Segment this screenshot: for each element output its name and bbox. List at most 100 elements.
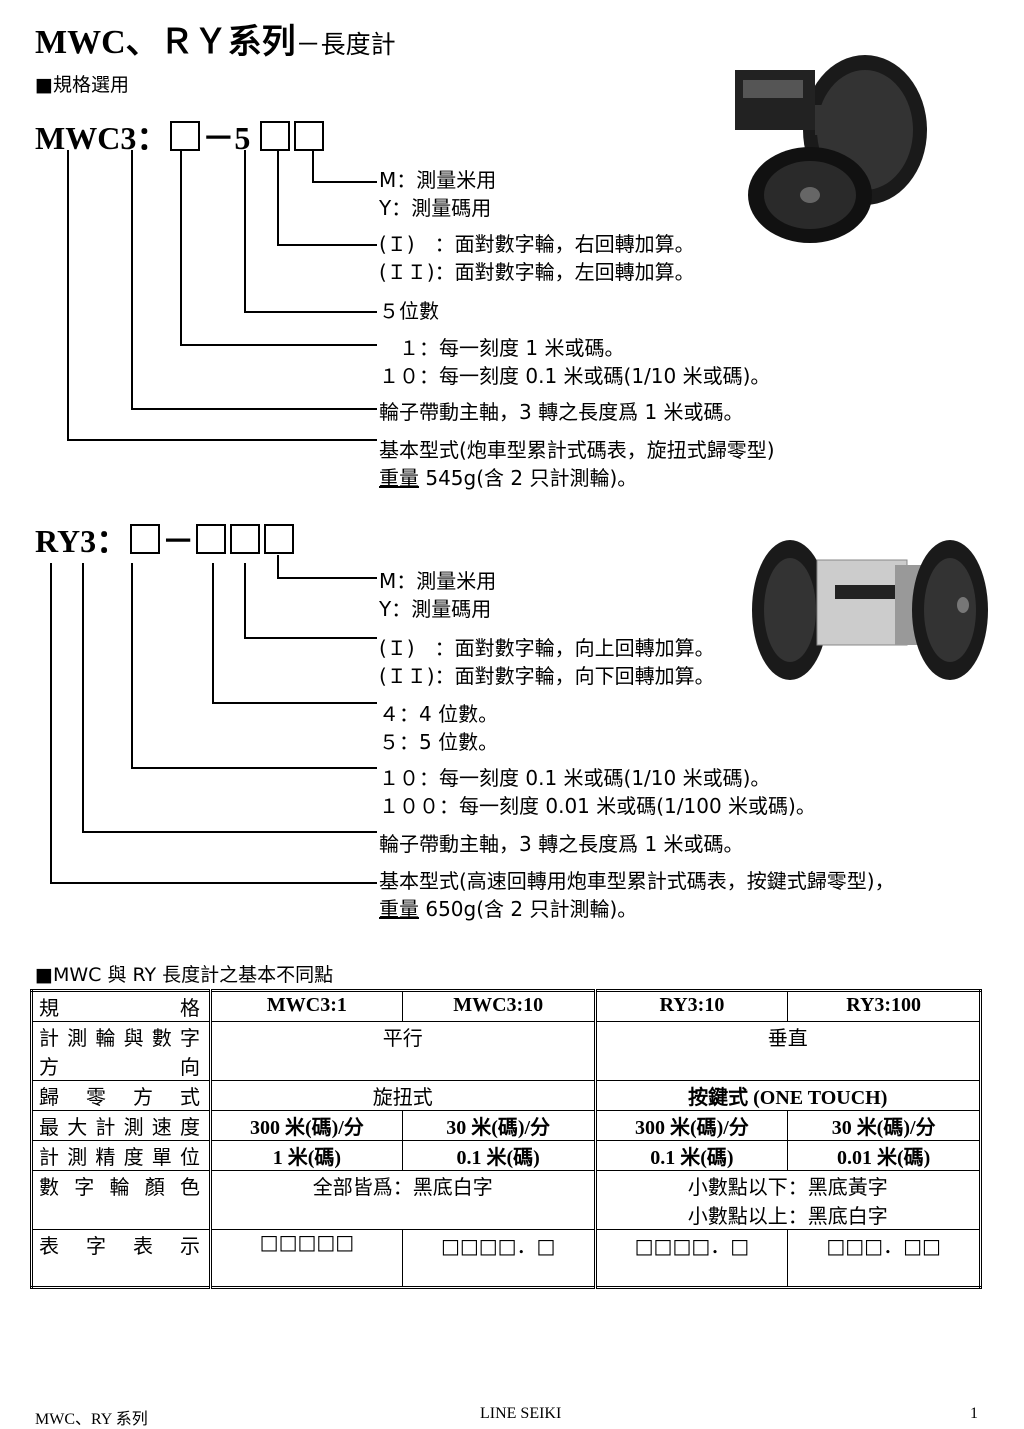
ry-code-box <box>196 524 227 554</box>
desc-line: M：測量米用 <box>379 569 497 593</box>
row-label: 數字輪顏色 <box>31 1170 212 1230</box>
row-label: 計測精度單位 <box>31 1140 212 1171</box>
ry-code-box <box>230 524 261 554</box>
ry-base-desc: 基本型式(高速回轉用炮車型累計式碼表，按鍵式歸零型)， 重量 650g(含 2 … <box>379 867 895 923</box>
ry-direction-desc: (Ｉ) ：面對數字輪，向上回轉加算。 (ＩＩ)：面對數字輪，向下回轉加算。 <box>379 634 715 690</box>
mwc-digits-desc: ５位數 <box>379 297 439 325</box>
table-cell: 平行 <box>210 1021 597 1081</box>
col-label: MWC3:1 <box>266 994 347 1016</box>
desc-line: M：測量米用 <box>379 168 497 192</box>
page-number: 1 <box>970 1405 978 1422</box>
table-cell: 0.1 米(碼) <box>594 1140 789 1171</box>
table-cell: 30 米(碼)/分 <box>787 1110 981 1141</box>
table-header-cell: MWC3:10 <box>401 990 597 1022</box>
desc-line: 輪子帶動主軸，3 轉之長度爲 1 米或碼。 <box>379 832 744 856</box>
table-cell: 垂直 <box>594 1021 982 1081</box>
weight-label: 重量 <box>379 897 419 921</box>
row-label: 最大計測速度 <box>31 1110 212 1141</box>
ry-code-box <box>264 524 295 554</box>
table-row: 計測輪與數字 方向 平行 垂直 <box>31 1021 982 1081</box>
table-cell: 0.1 米(碼) <box>401 1140 597 1171</box>
cell-text: 按鍵式 (ONE TOUCH) <box>688 1087 888 1109</box>
table-cell: 按鍵式 (ONE TOUCH) <box>594 1080 982 1111</box>
col-label: RY3:10 <box>659 994 725 1016</box>
desc-line: 基本型式(高速回轉用炮車型累計式碼表，按鍵式歸零型)， <box>379 869 895 893</box>
ry-scale-desc: １０：每一刻度 0.1 米或碼(1/10 米或碼)。 １００：每一刻度 0.01… <box>379 764 816 820</box>
table-cell: □□□□．□ <box>594 1229 789 1288</box>
table-header-cell: RY3:100 <box>787 990 981 1022</box>
ry-shaft-desc: 輪子帶動主軸，3 轉之長度爲 1 米或碼。 <box>379 830 744 858</box>
desc-line: １０：每一刻度 0.1 米或碼(1/10 米或碼)。 <box>379 766 771 790</box>
table-row: 數字輪顏色 全部皆爲：黑底白字 小數點以下：黑底黃字 小數點以上：黑底白字 <box>31 1170 982 1230</box>
compare-heading: ■MWC 與 RY 長度計之基本不同點 <box>35 964 334 986</box>
table-cell: 30 米(碼)/分 <box>401 1110 597 1141</box>
cell-text: 300 米(碼)/分 <box>249 1117 364 1139</box>
ry-weight: 重量 650g(含 2 只計測輪)。 <box>379 895 895 923</box>
page-title: MWC、ＲＹ系列－長度計 <box>35 14 396 63</box>
desc-line: １０：每一刻度 0.1 米或碼(1/10 米或碼)。 <box>379 364 771 388</box>
desc-line: Y：測量碼用 <box>379 196 492 220</box>
desc-line: １００：每一刻度 0.01 米或碼(1/100 米或碼)。 <box>379 794 816 818</box>
desc-line: 輪子帶動主軸，3 轉之長度爲 1 米或碼。 <box>379 400 744 424</box>
table-cell: □□□□．□ <box>401 1229 597 1288</box>
desc-line: (ＩＩ)：面對數字輪，左回轉加算。 <box>379 260 695 284</box>
mwc-code-box <box>260 121 291 151</box>
table-cell: 0.01 米(碼) <box>787 1140 981 1171</box>
mwc-direction-desc: (Ｉ) ：面對數字輪，右回轉加算。 (ＩＩ)：面對數字輪，左回轉加算。 <box>379 230 695 286</box>
footer-left: MWC、RY 系列 <box>35 1411 148 1428</box>
ry-product-photo <box>745 535 995 685</box>
ry-model-prefix: RY3： <box>35 523 129 559</box>
mwc-weight: 重量 545g(含 2 只計測輪)。 <box>379 464 775 492</box>
desc-line: ５：5 位數。 <box>379 730 499 754</box>
desc-line: ４：4 位數。 <box>379 702 499 726</box>
row-label: 歸零方式 <box>31 1080 212 1111</box>
table-cell: 旋扭式 <box>210 1080 597 1111</box>
weight-text: 650g(含 2 只計測輪)。 <box>419 897 638 921</box>
row-label-line: 方向 <box>39 1055 203 1079</box>
cell-text: 0.01 米(碼) <box>836 1147 931 1169</box>
mwc-model-prefix: MWC3： <box>35 120 169 156</box>
mwc-product-photo <box>715 50 935 245</box>
table-cell: 1 米(碼) <box>210 1140 403 1171</box>
mwc-shaft-desc: 輪子帶動主軸，3 轉之長度爲 1 米或碼。 <box>379 398 744 426</box>
table-cell: □□□．□□ <box>787 1229 981 1288</box>
col-label: RY3:100 <box>846 994 922 1016</box>
cell-text: 30 米(碼)/分 <box>446 1117 551 1139</box>
title-sub: －長度計 <box>295 30 396 59</box>
table-cell: 300 米(碼)/分 <box>210 1110 403 1141</box>
mwc-unit-desc: M：測量米用 Y：測量碼用 <box>379 166 496 222</box>
cell-text: 30 米(碼)/分 <box>831 1117 936 1139</box>
title-main: MWC、ＲＹ系列 <box>35 24 296 61</box>
cell-text: 0.1 米(碼) <box>456 1147 540 1169</box>
mwc-code-box <box>170 121 201 151</box>
table-row: 最大計測速度 300 米(碼)/分 30 米(碼)/分 300 米(碼)/分 3… <box>31 1110 981 1141</box>
mwc-model-code: MWC3： －5 <box>35 113 326 159</box>
table-row: 歸零方式 旋扭式 按鍵式 (ONE TOUCH) <box>31 1080 982 1111</box>
mwc-scale-desc: １：每一刻度 1 米或碼。 １０：每一刻度 0.1 米或碼(1/10 米或碼)。 <box>379 334 770 390</box>
footer-center: LINE SEIKI <box>480 1405 562 1422</box>
table-cell: □□□□□ <box>210 1229 403 1288</box>
cell-text: 小數點以上：黑底白字 <box>687 1204 888 1228</box>
desc-line: ５位數 <box>379 299 439 323</box>
table-row: 計測精度單位 1 米(碼) 0.1 米(碼) 0.1 米(碼) 0.01 米(碼… <box>31 1140 981 1171</box>
cell-text: 0.1 米(碼) <box>650 1147 734 1169</box>
table-header-cell: 規格 <box>31 990 212 1022</box>
weight-label: 重量 <box>379 466 419 490</box>
ry-code-box <box>130 524 161 554</box>
row-label-line: 計測輪與數字 <box>39 1026 203 1050</box>
cell-text: 小數點以下：黑底黃字 <box>687 1175 888 1199</box>
mwc-code-box <box>294 121 325 151</box>
comparison-table: 規格 MWC3:1 MWC3:10 RY3:10 RY3:100 計測輪與數字 … <box>30 989 982 1289</box>
desc-line: (Ｉ) ：面對數字輪，右回轉加算。 <box>379 232 695 256</box>
desc-line: Y：測量碼用 <box>379 597 492 621</box>
row-label: 計測輪與數字 方向 <box>31 1021 212 1081</box>
table-row: 表字表示 □□□□□ □□□□．□ □□□□．□ □□□．□□ <box>31 1229 981 1288</box>
table-cell: 全部皆爲：黑底白字 <box>210 1170 597 1230</box>
mwc-model-dash: －5 <box>202 120 251 156</box>
ry-digits-desc: ４：4 位數。 ５：5 位數。 <box>379 700 498 756</box>
table-header-cell: RY3:10 <box>594 990 789 1022</box>
table-header-cell: MWC3:1 <box>210 990 403 1022</box>
desc-line: (Ｉ) ：面對數字輪，向上回轉加算。 <box>379 636 715 660</box>
cell-text: 1 米(碼) <box>272 1147 342 1169</box>
desc-line: １：每一刻度 1 米或碼。 <box>379 336 625 360</box>
